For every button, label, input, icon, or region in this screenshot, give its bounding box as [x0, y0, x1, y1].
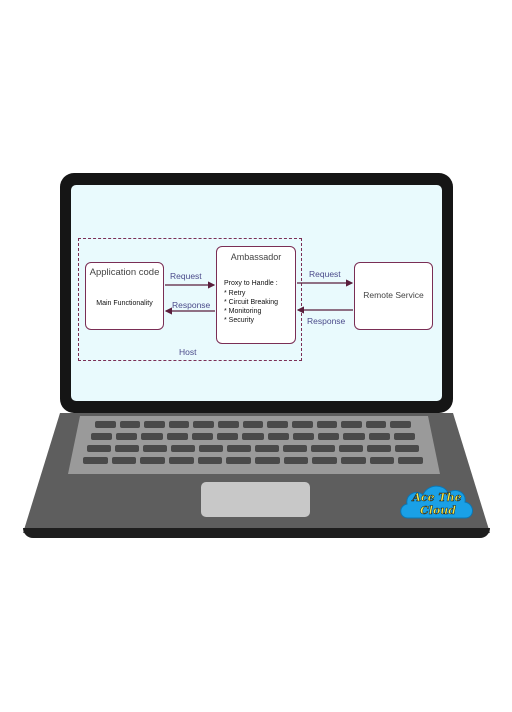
keyboard-key — [199, 445, 223, 452]
keyboard-key — [365, 421, 387, 428]
keyboard-key — [197, 457, 223, 464]
touchpad — [201, 482, 310, 517]
ace-the-cloud-logo: Ace The Cloud — [400, 485, 473, 519]
keyboard-key — [144, 421, 165, 428]
keyboard-key — [367, 445, 391, 452]
svg-text:Cloud: Cloud — [420, 504, 456, 517]
ambassador-title: Ambassador — [230, 252, 282, 262]
host-label: Host — [179, 347, 197, 357]
keyboard-key — [95, 421, 116, 428]
keyboard-key — [341, 457, 366, 464]
feature-monitoring: Monitoring — [224, 307, 278, 316]
keyboard-key — [119, 421, 141, 428]
keyboard-key — [166, 433, 188, 440]
keyboard-key — [87, 445, 111, 452]
keyboard-key — [267, 433, 289, 440]
ambassador-feature-list: Retry Circuit Breaking Monitoring Securi… — [224, 289, 278, 325]
keyboard-key — [312, 457, 337, 464]
feature-circuit-breaking: Circuit Breaking — [224, 298, 278, 307]
keyboard-key — [169, 457, 194, 464]
keyboard-key — [141, 433, 163, 440]
response-label-1: Response — [172, 300, 211, 310]
keyboard-key — [393, 433, 415, 440]
laptop-base-edge — [23, 528, 490, 538]
keyboard-key — [339, 445, 363, 452]
proxy-handle-label: Proxy to Handle : — [224, 280, 278, 287]
keyboard-key — [311, 445, 335, 452]
keyboard-key — [255, 445, 279, 452]
remote-service-box: Remote Service — [354, 262, 433, 330]
keyboard-key — [316, 421, 338, 428]
keyboard-key — [140, 457, 165, 464]
keyboard-key — [369, 457, 395, 464]
diagram-arrows — [164, 279, 354, 315]
keyboard-key — [368, 433, 390, 440]
keyboard — [68, 416, 440, 474]
host-boundary — [78, 238, 302, 361]
application-code-title: Application code — [89, 267, 160, 278]
keyboard-key — [111, 457, 137, 464]
keyboard-key — [168, 421, 190, 428]
svg-text:Ace The: Ace The — [411, 491, 461, 504]
feature-retry: Retry — [224, 289, 278, 298]
main-functionality-label: Main Functionality — [96, 300, 153, 307]
remote-service-title: Remote Service — [363, 290, 424, 300]
keyboard-key — [191, 433, 214, 440]
keyboard-key — [143, 445, 167, 452]
keyboard-key — [283, 457, 309, 464]
keyboard-key — [91, 433, 113, 440]
keyboard-key — [218, 421, 239, 428]
keyboard-key — [242, 433, 264, 440]
keyboard-key — [398, 457, 423, 464]
keyboard-key — [227, 445, 251, 452]
keyboard-key — [116, 433, 138, 440]
keyboard-key — [171, 445, 195, 452]
response-label-2: Response — [307, 316, 346, 326]
keyboard-key — [291, 421, 313, 428]
feature-security: Security — [224, 316, 278, 325]
keyboard-key — [115, 445, 139, 452]
keyboard-key — [267, 421, 288, 428]
keyboard-key — [193, 421, 215, 428]
keyboard-key — [395, 445, 419, 452]
keyboard-key — [226, 457, 251, 464]
request-label-1: Request — [170, 271, 202, 281]
keyboard-key — [255, 457, 280, 464]
keyboard-key — [83, 457, 108, 464]
request-label-2: Request — [309, 269, 341, 279]
application-code-box: Application code Main Functionality — [85, 262, 164, 330]
laptop-screen: Host Application code Main Functionality… — [71, 185, 442, 401]
keyboard-key — [217, 433, 239, 440]
keyboard-key — [343, 433, 365, 440]
keyboard-key — [292, 433, 315, 440]
keyboard-key — [283, 445, 307, 452]
ambassador-box: Ambassador Proxy to Handle : Retry Circu… — [216, 246, 296, 344]
keyboard-key — [390, 421, 411, 428]
keyboard-key — [242, 421, 264, 428]
keyboard-key — [318, 433, 340, 440]
keyboard-key — [341, 421, 362, 428]
